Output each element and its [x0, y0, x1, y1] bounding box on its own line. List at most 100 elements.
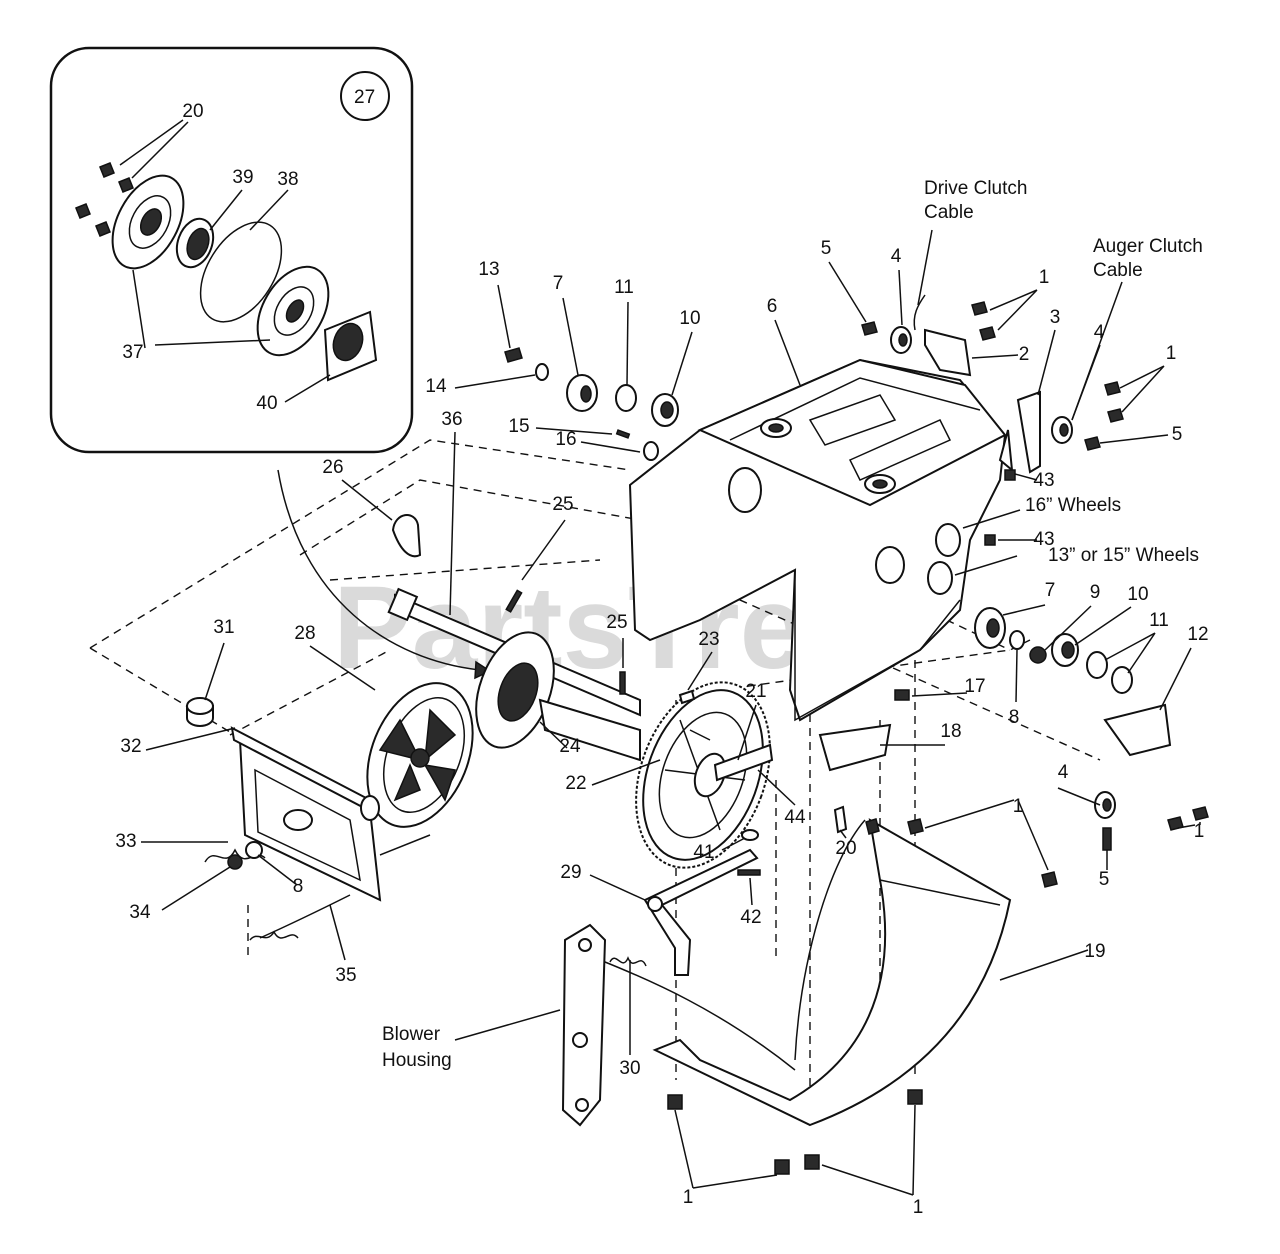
- callout-c34: 34: [129, 902, 151, 923]
- callout-c38: 38: [277, 169, 298, 190]
- callout-c37: 37: [122, 342, 143, 363]
- callout-c3: 3: [1050, 307, 1061, 328]
- leader-39: [209, 189, 243, 231]
- bracket-18: [818, 723, 892, 772]
- drive-cable-end: [913, 294, 926, 331]
- bolt-5b: [1084, 436, 1101, 451]
- plate-32: [230, 726, 382, 902]
- callout-c15: 15: [508, 416, 529, 437]
- hex-bearing-10a: [651, 393, 679, 427]
- callout-c43b: 43: [1033, 529, 1054, 550]
- callout-c25a: 25: [552, 494, 573, 515]
- nut-43b: [984, 534, 996, 546]
- bolts-1a: [971, 301, 996, 341]
- pin-42: [737, 869, 761, 876]
- label-13-15-wheels: 13” or 15” Wheels: [1048, 545, 1199, 566]
- callout-c30: 30: [619, 1058, 640, 1079]
- callout-c22: 22: [565, 773, 586, 794]
- washer-8b: [245, 841, 263, 859]
- callout-c1e: 1: [683, 1187, 694, 1208]
- callout-c6: 6: [767, 296, 778, 317]
- callout-c4b: 4: [1094, 322, 1105, 343]
- callout-c14: 14: [425, 376, 447, 397]
- bearing-39: [175, 217, 215, 269]
- bolt-5a: [861, 321, 878, 336]
- bracket-12: [1103, 703, 1172, 757]
- pin-25a: [505, 589, 523, 613]
- callout-c42: 42: [740, 907, 761, 928]
- bearing-flange-37-right: [256, 265, 330, 357]
- shaft-44: [713, 743, 774, 782]
- callout-c28: 28: [294, 623, 315, 644]
- leader-37: [132, 269, 271, 349]
- gear-22: [635, 681, 771, 869]
- callout-c44: 44: [784, 807, 806, 828]
- callout-c8b: 8: [293, 876, 304, 897]
- leader-20a: [119, 119, 189, 179]
- bracket-2: [924, 328, 972, 377]
- leader-lines: [141, 229, 1201, 1196]
- leader-40: [284, 374, 331, 403]
- lever-29: [643, 848, 759, 976]
- bushing-13-15-wheels: [927, 561, 953, 595]
- callout-c1f: 1: [913, 1197, 924, 1218]
- callout-c2: 2: [1019, 344, 1030, 365]
- cable-30: [599, 956, 796, 1071]
- ring-38: [199, 221, 283, 323]
- bearing-flange-37-left: [111, 174, 185, 270]
- callout-c12: 12: [1187, 624, 1208, 645]
- callout-c1a: 1: [1039, 267, 1050, 288]
- callout-c24: 24: [559, 736, 581, 757]
- washer-16: [643, 441, 659, 461]
- key-26: [391, 514, 422, 558]
- bracket-3: [1016, 390, 1041, 474]
- bolts-1b: [1104, 381, 1124, 423]
- callout-c39: 39: [232, 167, 253, 188]
- callout-c25b: 25: [606, 612, 627, 633]
- text-labels: Drive Clutch Cable Auger Clutch Cable 16…: [382, 178, 1203, 1071]
- cable-35: [249, 834, 431, 941]
- washer-11b: [1086, 651, 1108, 679]
- nut-34: [227, 854, 243, 870]
- nut-9: [1029, 646, 1047, 664]
- bolts-1-bottom: [667, 818, 1058, 1175]
- washer-8a: [1009, 630, 1025, 650]
- frame-6: [628, 358, 1014, 722]
- callout-c26: 26: [322, 457, 343, 478]
- callout-c5a: 5: [821, 238, 832, 259]
- callout-c1b: 1: [1166, 343, 1177, 364]
- bushing-31: [186, 697, 214, 727]
- callout-c5b: 5: [1172, 424, 1183, 445]
- callout-c21: 21: [745, 681, 766, 702]
- callout-c40: 40: [256, 393, 277, 414]
- watermark-text: PartsTree: [333, 562, 871, 694]
- shroud-19: [652, 818, 1012, 1127]
- nut-43a: [1004, 469, 1016, 481]
- callout-c35: 35: [335, 965, 356, 986]
- callout-c19: 19: [1084, 941, 1105, 962]
- callout-c8a: 8: [1009, 707, 1020, 728]
- bearing-7b: [974, 607, 1006, 649]
- seal-40: [323, 310, 378, 382]
- washer-11a: [615, 384, 637, 412]
- callout-c1d: 1: [1194, 821, 1205, 842]
- callout-c4c: 4: [1058, 762, 1069, 783]
- callout-c5c: 5: [1099, 869, 1110, 890]
- screw-20-set: [75, 162, 134, 237]
- callout-c33: 33: [115, 831, 136, 852]
- callout-c20b: 20: [835, 838, 856, 859]
- lever-29-hole: [647, 896, 663, 912]
- label-blower-housing-line2: Housing: [382, 1050, 452, 1071]
- callout-c29: 29: [560, 862, 581, 883]
- callout-c36: 36: [441, 409, 462, 430]
- key-23: [678, 689, 696, 705]
- callout-c11b: 11: [1149, 610, 1169, 631]
- inset-pointer-arc: [277, 469, 481, 671]
- bushing-4a: [890, 326, 912, 354]
- pin-15: [615, 429, 631, 439]
- label-drive-clutch-cable-line1: Drive Clutch: [924, 178, 1027, 199]
- callout-c16: 16: [555, 429, 576, 450]
- inset-badge-label: 27: [354, 87, 375, 108]
- bushing-4c: [1094, 791, 1116, 819]
- callout-c17: 17: [964, 676, 985, 697]
